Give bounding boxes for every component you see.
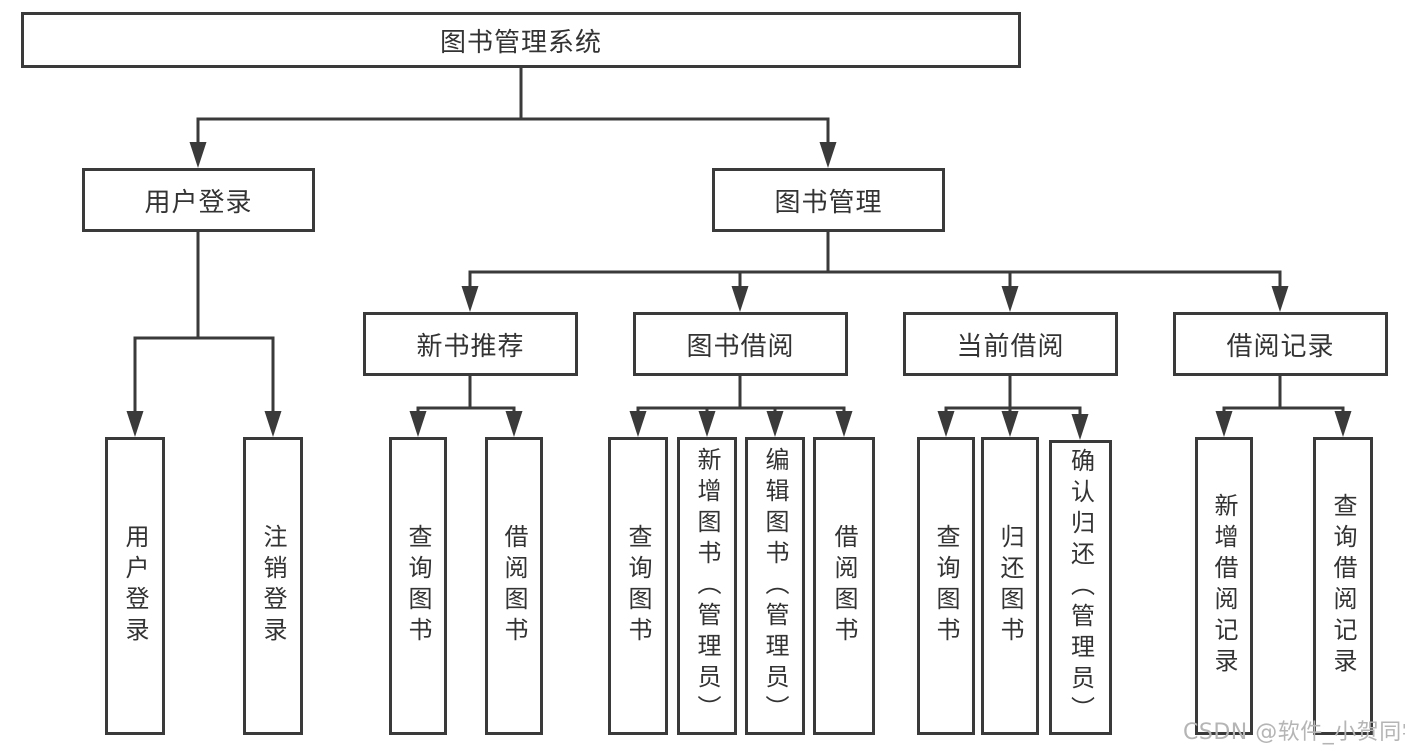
csdn-watermark: CSDN @软件_小贺同学 — [1183, 720, 1405, 745]
leaf-edit-book-admin-label: 编辑图书（管理员） — [761, 446, 789, 726]
node-current-borrow: 当前借阅 — [903, 312, 1118, 376]
leaf-logout-login-label: 注销登录 — [259, 524, 287, 648]
leaf-query-books-borrow-label: 查询图书 — [624, 524, 652, 648]
leaf-query-books-current-label: 查询图书 — [932, 524, 960, 648]
leaf-user-login: 用户登录 — [105, 437, 165, 735]
leaf-user-login-label: 用户登录 — [121, 524, 149, 648]
leaf-query-borrow-record: 查询借阅记录 — [1313, 437, 1373, 735]
leaf-query-books-recommend-label: 查询图书 — [404, 524, 432, 648]
leaf-query-books-borrow: 查询图书 — [608, 437, 668, 735]
leaf-add-borrow-record-label: 新增借阅记录 — [1210, 493, 1238, 679]
node-new-book-recommend: 新书推荐 — [363, 312, 578, 376]
leaf-query-borrow-record-label: 查询借阅记录 — [1329, 493, 1357, 679]
leaf-confirm-return-admin: 确认归还（管理员） — [1049, 440, 1112, 735]
node-library-system: 图书管理系统 — [21, 12, 1021, 68]
leaf-add-book-admin: 新增图书（管理员） — [677, 437, 737, 735]
leaf-confirm-return-admin-label: 确认归还（管理员） — [1066, 448, 1095, 727]
leaf-add-book-admin-label: 新增图书（管理员） — [693, 446, 721, 726]
node-book-management: 图书管理 — [712, 168, 945, 232]
node-borrow-records: 借阅记录 — [1173, 312, 1388, 376]
leaf-query-books-recommend: 查询图书 — [389, 437, 447, 735]
leaf-add-borrow-record: 新增借阅记录 — [1195, 437, 1253, 735]
leaf-edit-book-admin: 编辑图书（管理员） — [745, 437, 805, 735]
leaf-logout-login: 注销登录 — [243, 437, 303, 735]
leaf-borrow-books-borrow-label: 借阅图书 — [830, 524, 858, 648]
leaf-return-books: 归还图书 — [981, 437, 1039, 735]
leaf-query-books-current: 查询图书 — [917, 437, 975, 735]
leaf-borrow-books-recommend-label: 借阅图书 — [500, 524, 528, 648]
leaf-borrow-books-recommend: 借阅图书 — [485, 437, 543, 735]
leaf-borrow-books-borrow: 借阅图书 — [813, 437, 875, 735]
leaf-return-books-label: 归还图书 — [996, 524, 1024, 648]
node-user-login: 用户登录 — [82, 168, 315, 232]
node-book-borrow: 图书借阅 — [633, 312, 848, 376]
